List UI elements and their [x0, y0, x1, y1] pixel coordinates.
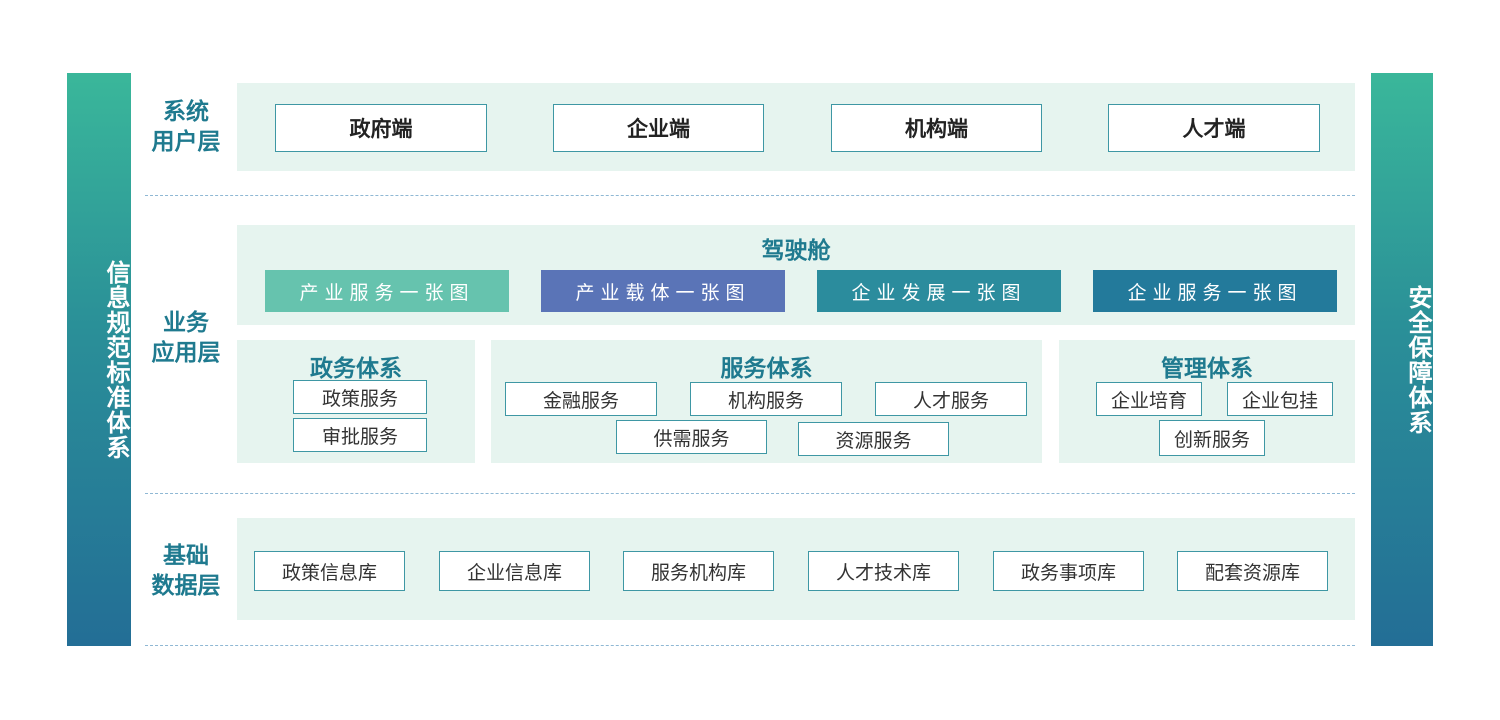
db-item-policy-info[interactable]: 政策信息库	[254, 551, 405, 591]
divider-3	[145, 645, 1355, 646]
user-item-talent[interactable]: 人才端	[1108, 104, 1320, 152]
left-standards-bar: 信息规范标准体系	[67, 73, 131, 646]
gov-system-title: 政务体系	[310, 356, 402, 382]
data-layer-label: 基础 数据层	[140, 541, 232, 601]
cockpit-item-enterprise-development-map[interactable]: 企业发展一张图	[817, 270, 1061, 312]
service-item-finance[interactable]: 金融服务	[505, 382, 657, 416]
mgmt-system-title: 管理体系	[1161, 356, 1253, 382]
left-bar-text: 信息规范标准体系	[102, 259, 130, 460]
gov-system-panel: 政务体系 政策服务 审批服务	[237, 340, 475, 463]
user-layer-label-line1: 系统	[163, 99, 209, 125]
db-item-service-institution[interactable]: 服务机构库	[623, 551, 774, 591]
mgmt-item-enterprise-pairing[interactable]: 企业包挂	[1227, 382, 1333, 416]
mgmt-item-enterprise-cultivation[interactable]: 企业培育	[1096, 382, 1202, 416]
user-layer-panel: 政府端 企业端 机构端 人才端	[237, 83, 1355, 171]
gov-item-approval-service[interactable]: 审批服务	[293, 418, 427, 452]
service-system-panel: 服务体系 金融服务 机构服务 人才服务 供需服务 资源服务	[491, 340, 1042, 463]
user-item-enterprise[interactable]: 企业端	[553, 104, 764, 152]
cockpit-item-enterprise-service-map[interactable]: 企业服务一张图	[1093, 270, 1337, 312]
service-system-title: 服务体系	[720, 356, 813, 382]
data-layer-label-line1: 基础	[163, 543, 209, 569]
service-item-supply-demand[interactable]: 供需服务	[616, 420, 767, 454]
cockpit-panel: 驾驶舱 产业服务一张图 产业载体一张图 企业发展一张图 企业服务一张图	[237, 225, 1355, 325]
right-security-bar: 安全保障体系	[1371, 73, 1433, 646]
data-layer-label-line2: 数据层	[151, 573, 221, 599]
user-layer-label: 系统 用户层	[140, 97, 232, 157]
data-layer-panel: 政策信息库 企业信息库 服务机构库 人才技术库 政务事项库 配套资源库	[237, 518, 1355, 620]
divider-1	[145, 195, 1355, 196]
service-item-talent[interactable]: 人才服务	[875, 382, 1027, 416]
service-item-institution[interactable]: 机构服务	[690, 382, 842, 416]
cockpit-title: 驾驶舱	[761, 238, 831, 264]
business-layer-label: 业务 应用层	[140, 308, 232, 368]
business-layer-label-line1: 业务	[163, 310, 209, 336]
business-layer-label-line2: 应用层	[151, 340, 221, 366]
cockpit-item-industry-carrier-map[interactable]: 产业载体一张图	[541, 270, 785, 312]
db-item-talent-technology[interactable]: 人才技术库	[808, 551, 959, 591]
user-item-government[interactable]: 政府端	[275, 104, 487, 152]
user-layer-label-line2: 用户层	[151, 129, 221, 155]
db-item-supporting-resource[interactable]: 配套资源库	[1177, 551, 1328, 591]
mgmt-item-innovation-service[interactable]: 创新服务	[1159, 420, 1265, 456]
divider-2	[145, 493, 1355, 494]
cockpit-item-industry-service-map[interactable]: 产业服务一张图	[265, 270, 509, 312]
db-item-enterprise-info[interactable]: 企业信息库	[439, 551, 590, 591]
service-item-resource[interactable]: 资源服务	[798, 422, 949, 456]
gov-item-policy-service[interactable]: 政策服务	[293, 380, 427, 414]
db-item-government-affairs[interactable]: 政务事项库	[993, 551, 1144, 591]
user-item-institution[interactable]: 机构端	[831, 104, 1042, 152]
mgmt-system-panel: 管理体系 企业培育 企业包挂 创新服务	[1059, 340, 1355, 463]
right-bar-text: 安全保障体系	[1404, 284, 1432, 435]
